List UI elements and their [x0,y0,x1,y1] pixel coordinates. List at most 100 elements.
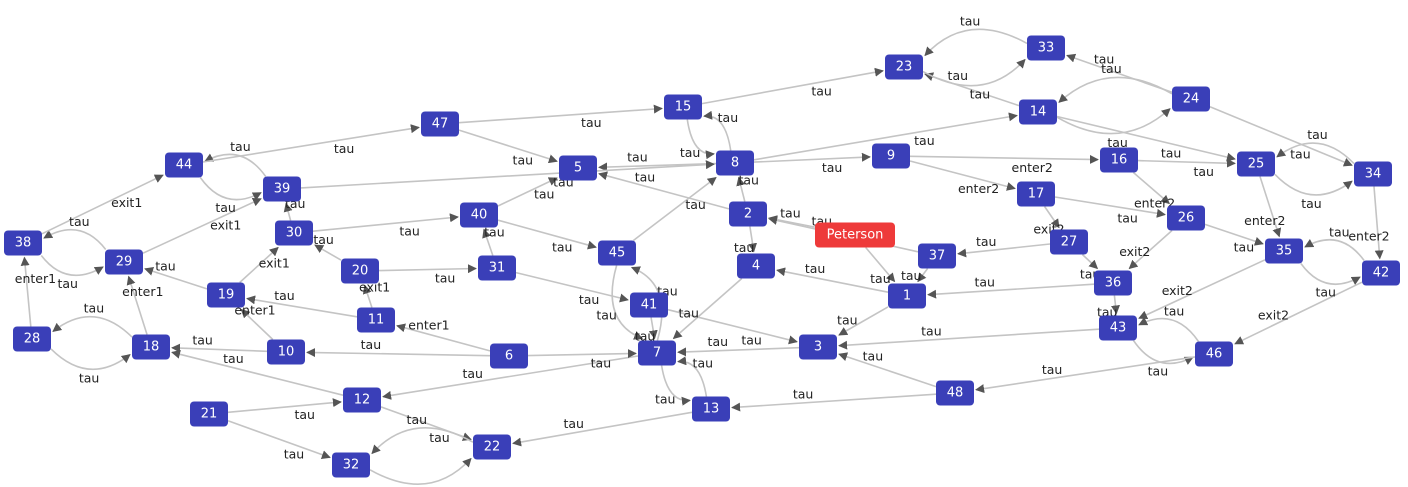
node-label: 13 [703,402,720,417]
state-node-19[interactable]: 19 [207,282,245,308]
edge-label-47-to-15: tau [581,115,601,130]
state-node-44[interactable]: 44 [165,152,203,178]
edge-label-7-to-12: tau [462,366,482,381]
node-label: 39 [274,182,291,197]
node-box [1362,260,1400,286]
state-node-21[interactable]: 21 [190,401,228,427]
state-node-22[interactable]: 22 [473,434,511,460]
node-label: 26 [1178,211,1195,226]
state-node-3[interactable]: 3 [799,334,837,360]
state-node-34[interactable]: 34 [1354,161,1392,187]
state-node-1[interactable]: 1 [888,283,926,309]
state-node-4[interactable]: 4 [737,253,775,279]
node-label: 44 [176,158,193,173]
node-label: 6 [505,349,513,364]
state-node-13[interactable]: 13 [692,396,730,422]
state-node-9[interactable]: 9 [872,143,910,169]
edge-label-25-to-35: enter2 [1244,213,1285,228]
state-node-48[interactable]: 48 [936,380,974,406]
state-node-5[interactable]: 5 [559,155,597,181]
state-node-38[interactable]: 38 [4,230,42,256]
state-node-47[interactable]: 47 [421,111,459,137]
state-node-32[interactable]: 32 [332,452,370,478]
edge-label-46-to-43: tau [1164,304,1184,319]
edge-2-to-4 [748,226,757,253]
state-node-30[interactable]: 30 [275,220,313,246]
node-box [872,143,910,169]
edge-label-32-to-22: tau [416,485,436,487]
edge-label-41-to-3: tau [741,332,761,347]
node-box [190,401,228,427]
state-node-11[interactable]: 11 [357,307,395,333]
edge-label-44-to-47: tau [334,141,354,156]
state-node-25[interactable]: 25 [1237,151,1275,177]
state-node-27[interactable]: 27 [1050,229,1088,255]
node-box [1167,205,1205,231]
edge-label-8-to-5: tau [627,150,647,165]
edge-layer [20,28,1384,485]
state-node-39[interactable]: 39 [263,176,301,202]
state-node-23[interactable]: 23 [885,54,923,80]
edge-25-to-35 [1259,176,1282,238]
state-node-43[interactable]: 43 [1099,315,1137,341]
edge-label-12-to-22: tau [429,430,449,445]
node-label: 34 [1365,167,1382,182]
state-node-7[interactable]: 7 [638,340,676,366]
state-node-18[interactable]: 18 [132,334,170,360]
node-label: 45 [609,246,626,261]
state-node-26[interactable]: 26 [1167,205,1205,231]
edge-15-to-8 [686,119,715,160]
node-box [664,94,702,120]
edge-label-44-to-39: tau [215,200,235,215]
state-node-35[interactable]: 35 [1265,238,1303,264]
state-node-42[interactable]: 42 [1362,260,1400,286]
node-label: 2 [744,207,752,222]
node-box [207,282,245,308]
state-node-6[interactable]: 6 [490,343,528,369]
state-node-20[interactable]: 20 [341,258,379,284]
edge-label-24-to-14: tau [1101,61,1121,76]
state-node-15[interactable]: 15 [664,94,702,120]
state-node-46[interactable]: 46 [1195,341,1233,367]
node-box [1172,86,1210,112]
edge-31-to-40 [482,228,494,256]
edge-39-to-8 [300,160,715,189]
state-node-10[interactable]: 10 [267,339,305,365]
node-box [478,255,516,281]
node-box [885,54,923,80]
state-node-17[interactable]: 17 [1017,181,1055,207]
edge-label-15-to-23: tau [811,84,831,99]
state-node-8[interactable]: 8 [716,150,754,176]
state-node-14[interactable]: 14 [1019,99,1057,125]
state-node-41[interactable]: 41 [630,292,668,318]
state-node-33[interactable]: 33 [1027,35,1065,61]
edge-label-6-to-10: tau [361,337,381,352]
edge-45-to-7 [611,265,644,340]
edge-label-9-to-16: enter2 [1012,160,1053,175]
state-node-37[interactable]: 37 [918,243,956,269]
node-label: 18 [143,340,160,355]
edge-label-8-to-15: tau [718,110,738,125]
state-node-36[interactable]: 36 [1094,270,1132,296]
node-box [692,396,730,422]
state-node-2[interactable]: 2 [729,201,767,227]
node-box [1027,35,1065,61]
state-node-16[interactable]: 16 [1100,147,1138,173]
state-node-12[interactable]: 12 [343,387,381,413]
edge-18-to-29 [126,275,148,335]
state-node-45[interactable]: 45 [598,240,636,266]
edge-10-to-18 [171,343,268,353]
edge-34-to-25 [1276,142,1355,165]
state-node-31[interactable]: 31 [478,255,516,281]
node-box [815,222,895,248]
edge-label-1-to-4: tau [805,261,825,276]
state-node-28[interactable]: 28 [13,326,51,352]
edge-label-27-to-37: tau [976,234,996,249]
edge-label-11-to-19: tau [274,288,294,303]
state-node-29[interactable]: 29 [105,249,143,275]
state-node-40[interactable]: 40 [460,202,498,228]
node-box [918,243,956,269]
node-box [490,343,528,369]
start-node-peterson[interactable]: Peterson [815,222,895,248]
state-node-24[interactable]: 24 [1172,86,1210,112]
